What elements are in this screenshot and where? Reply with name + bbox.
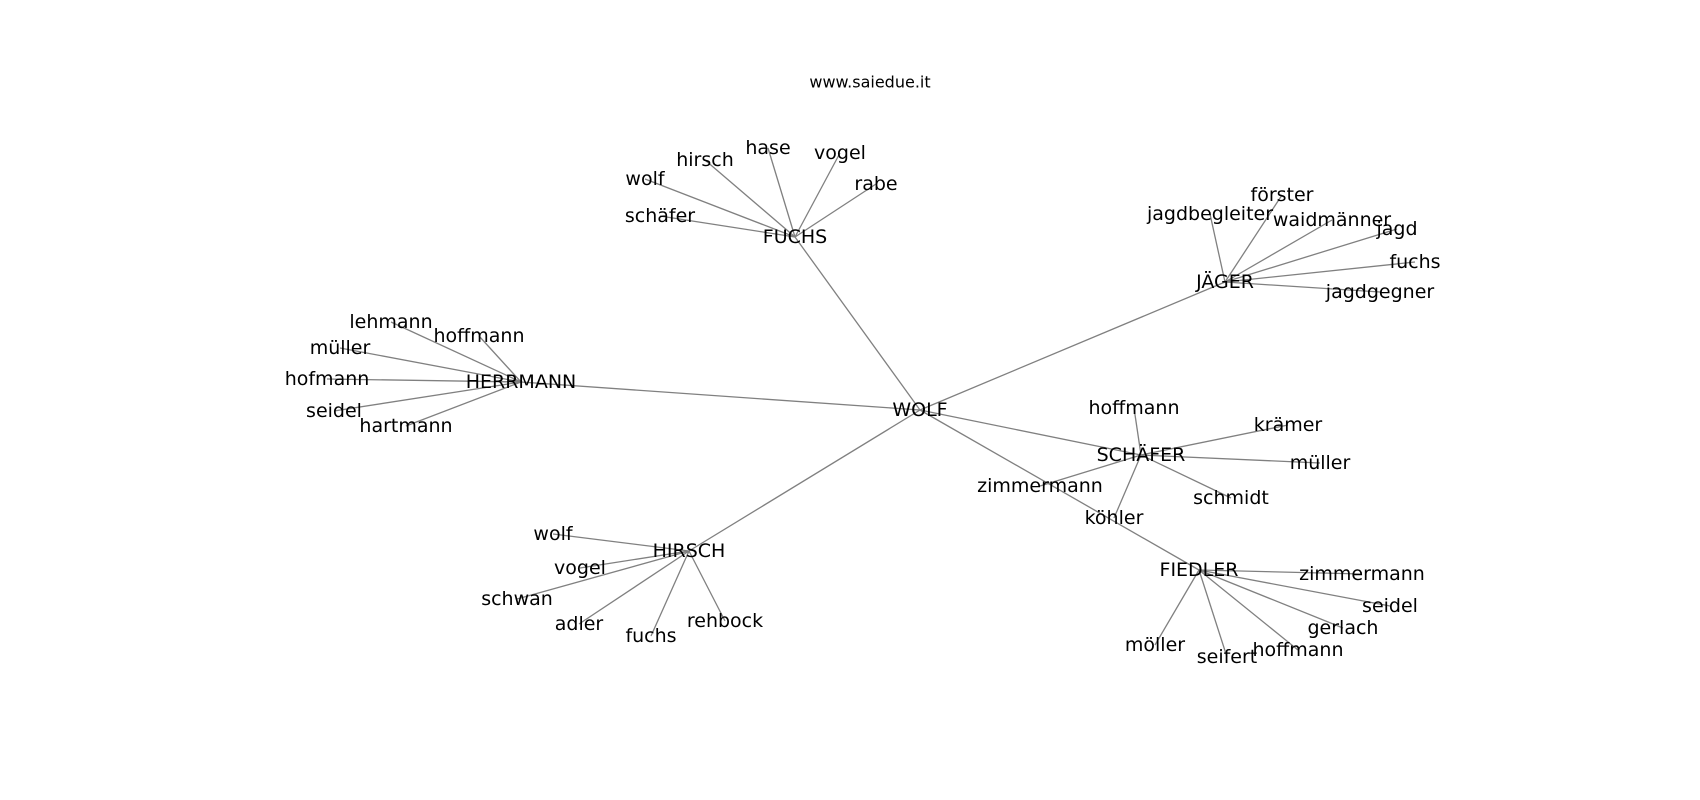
edge-herrmann-mueller xyxy=(339,347,522,383)
node-hub-hirsch: HIRSCH xyxy=(653,540,726,562)
edge-fiedler-hoffmann xyxy=(1198,569,1299,651)
edge-center-schaefer xyxy=(919,409,1142,456)
edge-schaefer-zimmermann xyxy=(1039,454,1142,487)
node-leaf-herrmann-seidel: seidel xyxy=(306,400,362,422)
node-hub-fuchs: FUCHS xyxy=(763,226,827,248)
node-leaf-fiedler-gerlach: gerlach xyxy=(1308,617,1379,639)
node-leaf-fiedler-seidel: seidel xyxy=(1362,595,1418,617)
edge-fiedler-moeller xyxy=(1154,569,1200,646)
node-leaf-fuchs-wolf: wolf xyxy=(625,168,665,190)
node-leaf-fiedler-zimmermann: zimmermann xyxy=(1299,563,1425,585)
node-leaf-jaeger-foerster: förster xyxy=(1251,184,1314,206)
node-hub-jaeger: JÄGER xyxy=(1195,270,1254,293)
node-leaf-schaefer-hoffmann: hoffmann xyxy=(1089,397,1180,419)
node-leaf-schaefer-koehler: köhler xyxy=(1085,507,1144,529)
node-leaf-schaefer-kraemer: krämer xyxy=(1254,414,1323,436)
node-leaf-fiedler-seifert: seifert xyxy=(1197,646,1258,668)
edge-jaeger-foerster xyxy=(1224,194,1283,283)
node-leaf-fuchs-vogel: vogel xyxy=(814,142,866,164)
node-leaf-hirsch-wolf: wolf xyxy=(533,523,573,545)
graph-edges xyxy=(326,147,1416,658)
edge-herrmann-lehmann xyxy=(390,321,522,383)
edge-herrmann-seidel xyxy=(333,381,522,412)
edge-hirsch-rehbock xyxy=(688,550,726,622)
node-leaf-hirsch-schwan: schwan xyxy=(481,588,553,610)
edge-jaeger-jagdbegleiter xyxy=(1209,213,1226,283)
graph-labels: WOLF FUCHS wolf hirsch hase vogel rabe schäferJ… xyxy=(285,137,1441,668)
node-leaf-hirsch-adler: adler xyxy=(555,613,604,635)
edge-fiedler-seifert xyxy=(1198,569,1228,658)
edge-fiedler-gerlach xyxy=(1198,569,1344,629)
edge-center-herrmann xyxy=(520,381,921,411)
edge-hirsch-adler xyxy=(578,550,690,625)
edge-jaeger-fuchs xyxy=(1224,261,1416,283)
edge-center-hirsch xyxy=(688,409,921,552)
edge-herrmann-hofmann xyxy=(326,378,522,383)
node-leaf-fuchs-hase: hase xyxy=(745,137,790,159)
node-leaf-hirsch-rehbock: rehbock xyxy=(687,610,763,632)
edge-schaefer-kraemer xyxy=(1140,424,1289,456)
edge-schaefer-schmidt xyxy=(1140,454,1232,499)
node-hub-fiedler: FIEDLER xyxy=(1160,559,1239,581)
node-leaf-fuchs-hirsch: hirsch xyxy=(676,149,734,171)
node-leaf-fuchs-schaefer: schäfer xyxy=(625,205,695,227)
edge-hirsch-schwan xyxy=(516,550,690,600)
edge-herrmann-hoffmann xyxy=(478,335,522,383)
edge-fuchs-hase xyxy=(767,147,796,238)
node-leaf-fiedler-moeller: möller xyxy=(1125,634,1185,656)
node-leaf-jaeger-fuchs: fuchs xyxy=(1389,251,1440,273)
node-leaf-fuchs-rabe: rabe xyxy=(854,173,897,195)
node-leaf-herrmann-lehmann: lehmann xyxy=(349,311,432,333)
site-title: www.saiedue.it xyxy=(809,73,930,92)
edge-center-jaeger xyxy=(919,281,1226,411)
edge-fuchs-schaefer xyxy=(659,215,796,238)
node-leaf-herrmann-mueller: müller xyxy=(310,337,371,359)
node-hub-schaefer: SCHÄFER xyxy=(1097,443,1186,466)
edge-fiedler-zimmermann xyxy=(1198,569,1363,575)
edge-jaeger-jagdgegner xyxy=(1224,281,1381,293)
node-leaf-schaefer-schmidt: schmidt xyxy=(1193,487,1269,509)
node-hub-herrmann: HERRMANN xyxy=(466,371,577,393)
edge-fiedler-seidel xyxy=(1198,569,1391,607)
edge-center-fuchs xyxy=(794,236,921,411)
edge-jaeger-waidmaenner xyxy=(1224,219,1333,283)
node-leaf-herrmann-hofmann: hofmann xyxy=(285,368,370,390)
node-leaf-jaeger-jagdgegner: jagdgegner xyxy=(1325,281,1435,303)
node-center: WOLF xyxy=(892,399,947,421)
edge-center-fiedler xyxy=(919,409,1200,571)
edge-schaefer-hoffmann xyxy=(1133,407,1142,456)
node-leaf-hirsch-vogel: vogel xyxy=(554,557,606,579)
node-leaf-hirsch-fuchs: fuchs xyxy=(625,625,676,647)
edge-hirsch-wolf xyxy=(552,533,690,552)
node-leaf-herrmann-hartmann: hartmann xyxy=(359,415,452,437)
edge-schaefer-koehler xyxy=(1113,454,1142,519)
node-leaf-fiedler-hoffmann: hoffmann xyxy=(1253,639,1344,661)
node-leaf-schaefer-mueller: müller xyxy=(1290,452,1351,474)
node-leaf-jaeger-jagdbegleiter: jagdbegleiter xyxy=(1146,203,1273,225)
node-leaf-jaeger-waidmaenner: waidmänner xyxy=(1273,209,1391,231)
edge-schaefer-mueller xyxy=(1140,454,1321,464)
node-leaf-jaeger-jagd: jagd xyxy=(1375,218,1417,240)
edge-herrmann-hartmann xyxy=(405,381,522,427)
edge-fuchs-rabe xyxy=(794,183,877,238)
edge-fuchs-wolf xyxy=(644,178,796,238)
edge-jaeger-jagd xyxy=(1224,228,1398,283)
node-leaf-herrmann-hoffmann: hoffmann xyxy=(434,325,525,347)
edge-hirsch-fuchs xyxy=(650,550,690,637)
edge-hirsch-vogel xyxy=(579,550,690,569)
node-leaf-schaefer-zimmermann: zimmermann xyxy=(977,475,1103,497)
edge-fuchs-hirsch xyxy=(704,159,796,238)
edge-fuchs-vogel xyxy=(794,152,841,238)
